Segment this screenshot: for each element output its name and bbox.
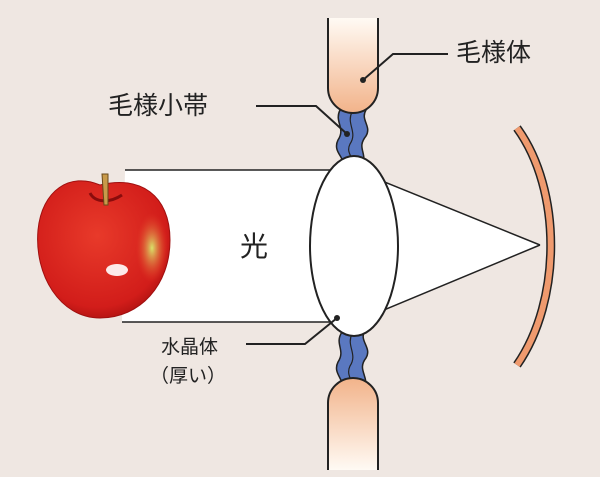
ciliary-body-bottom (327, 377, 379, 470)
apple (37, 173, 171, 319)
zonule-leader (256, 105, 348, 135)
zonule-bottom (335, 331, 369, 385)
ciliary-body-top (327, 18, 379, 114)
label-lens: 水晶体 (161, 336, 218, 358)
ciliary-body-leader (362, 53, 448, 81)
label-zonule: 毛様小帯 (108, 91, 208, 120)
label-ciliary-body: 毛様体 (456, 38, 531, 67)
crystalline-lens (309, 155, 399, 337)
label-light: 光 (240, 230, 268, 263)
zonule-top (335, 109, 369, 161)
label-lens-note: （厚い） (150, 365, 226, 387)
lens-leader (246, 317, 338, 345)
